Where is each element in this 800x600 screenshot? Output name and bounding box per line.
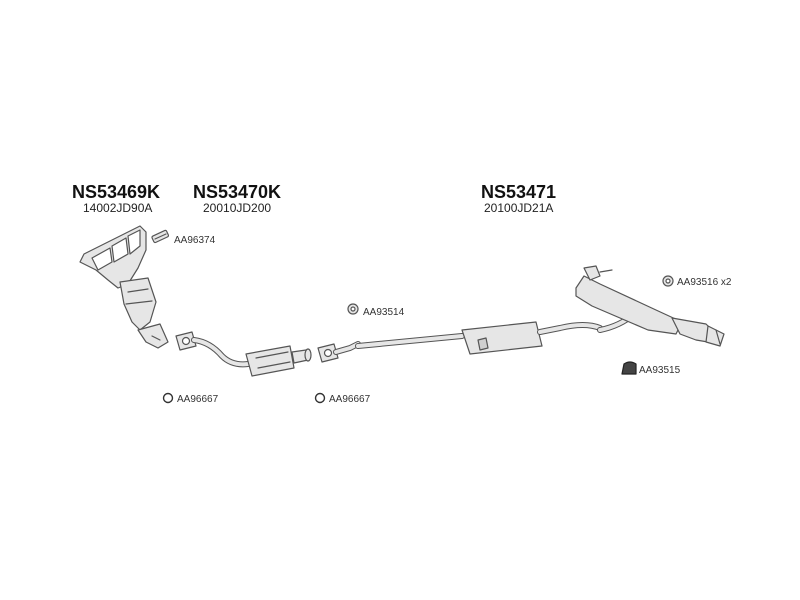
assembly-1-part-number: NS53469K bbox=[72, 182, 161, 202]
assembly-2-oem-number: 20010JD200 bbox=[203, 201, 272, 215]
gasket-ring-icon bbox=[162, 392, 174, 404]
accessory-label-hanger: AA93515 bbox=[639, 365, 681, 376]
bolt-icon bbox=[151, 229, 170, 244]
assembly-1-oem-number: 14002JD90A bbox=[83, 201, 153, 215]
exhaust-manifold bbox=[79, 225, 169, 349]
accessory-label-gasket-2: AA96667 bbox=[329, 394, 371, 405]
accessory-label-mount-2: AA93516 x2 bbox=[677, 277, 732, 288]
rubber-mount-icon bbox=[662, 275, 674, 287]
accessory-label-bolt: AA96374 bbox=[174, 235, 216, 246]
front-pipe-catalyst bbox=[175, 331, 312, 377]
gasket-ring-icon bbox=[314, 392, 326, 404]
assembly-2-part-number: NS53470K bbox=[193, 182, 282, 202]
accessory-label-gasket-1: AA96667 bbox=[177, 394, 219, 405]
hanger-icon bbox=[621, 361, 637, 375]
assembly-3-oem-number: 20100JD21A bbox=[484, 201, 554, 215]
accessory-label-mount-1: AA93514 bbox=[363, 307, 405, 318]
assembly-3-part-number: NS53471 bbox=[481, 182, 557, 202]
rubber-mount-icon bbox=[347, 303, 359, 315]
centre-and-rear-section bbox=[317, 265, 725, 363]
